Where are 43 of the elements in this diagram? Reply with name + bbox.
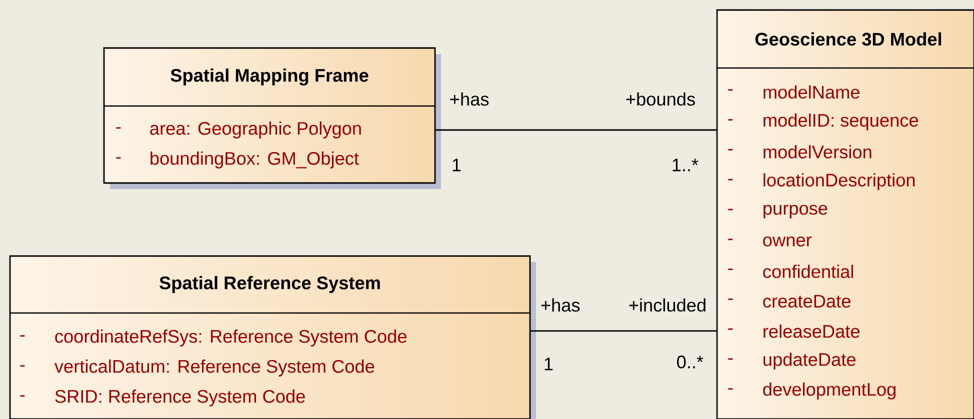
class-box <box>103 47 441 189</box>
visibility-marker: - <box>728 358 733 360</box>
visibility-marker: - <box>728 328 733 330</box>
attribute: confidential <box>763 264 854 278</box>
multiplicity: 1 <box>452 158 461 172</box>
visibility-marker: - <box>728 388 733 390</box>
attribute: verticalDatum: Reference System Code <box>54 360 374 376</box>
visibility-marker: - <box>728 208 733 210</box>
class-name: Spatial Mapping Frame <box>170 68 368 86</box>
visibility-marker: - <box>728 178 733 180</box>
association-line <box>436 129 716 131</box>
visibility-marker: - <box>728 298 733 300</box>
class-name: Geoscience 3D Model <box>755 32 942 46</box>
multiplicity: 1..* <box>672 158 698 172</box>
attribute: area: Geographic Polygon <box>150 122 361 138</box>
class-box <box>716 9 974 419</box>
visibility-marker: - <box>116 157 121 159</box>
attribute: purpose <box>764 204 828 218</box>
visibility-marker: - <box>20 365 25 367</box>
visibility-marker: - <box>728 89 733 91</box>
attribute: owner <box>763 236 812 246</box>
visibility-marker: - <box>20 335 25 337</box>
attribute: modelName <box>764 85 860 99</box>
association-line <box>530 330 716 332</box>
visibility-marker: - <box>116 127 121 129</box>
attribute: updateDate <box>764 352 856 370</box>
visibility-marker: - <box>728 238 733 240</box>
attribute: releaseDate <box>764 324 860 338</box>
attribute: modelID: sequence <box>764 113 918 130</box>
attribute: modelVersion <box>764 145 872 158</box>
attribute: developmentLog <box>763 382 896 400</box>
attribute: boundingBox: GM_Object <box>150 152 359 168</box>
role-name: +bounds <box>626 92 695 106</box>
attribute: SRID: Reference System Code <box>55 390 305 406</box>
visibility-marker: - <box>728 149 733 150</box>
class-box <box>9 255 536 419</box>
attribute: coordinateRefSys: Reference System Code <box>55 330 406 346</box>
attribute: locationDescription <box>764 173 915 190</box>
class-name: Spatial Reference System <box>160 276 380 293</box>
visibility-marker: - <box>20 395 25 397</box>
attribute: createDate <box>763 294 850 308</box>
visibility-marker: - <box>728 119 733 121</box>
visibility-marker: - <box>728 268 733 270</box>
